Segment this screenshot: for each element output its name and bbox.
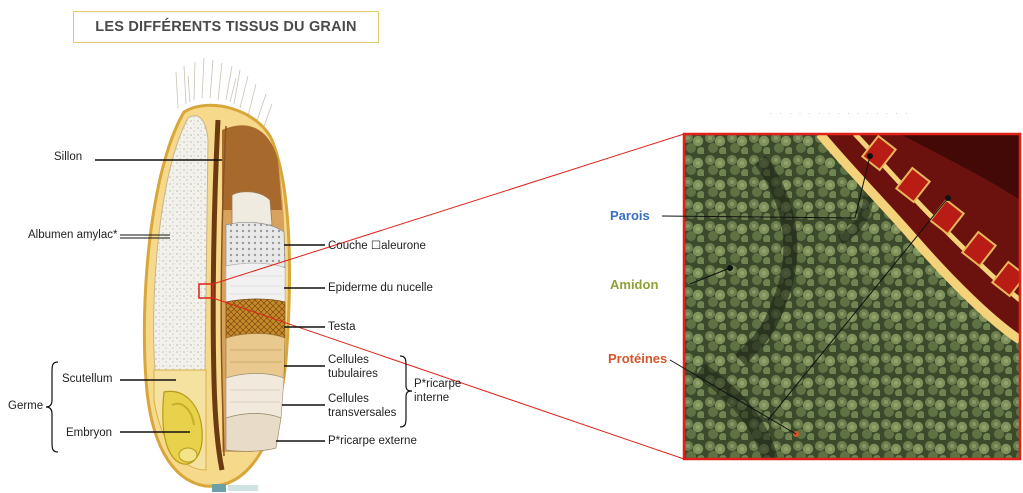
germe-brace bbox=[46, 362, 58, 452]
micrograph-caption: · · · · · · · · · · · · · · · bbox=[770, 111, 910, 117]
cross-cells-layer bbox=[226, 374, 284, 419]
label-albumen: Albumen amylac* bbox=[28, 228, 117, 242]
micrograph bbox=[684, 134, 1023, 459]
aleurone-layer bbox=[226, 222, 285, 268]
label-testa: Testa bbox=[328, 320, 356, 334]
label-cellules-tubulaires: Cellules tubulaires bbox=[328, 353, 398, 381]
label-amidon: Amidon bbox=[610, 277, 658, 292]
label-cellules-transversales: Cellules transversales bbox=[328, 392, 398, 420]
label-embryon: Embryon bbox=[66, 426, 112, 440]
label-scutellum: Scutellum bbox=[62, 372, 113, 386]
label-epiderme: Epiderme du nucelle bbox=[328, 281, 433, 295]
outer-pericarp-layer bbox=[226, 414, 281, 452]
logo-mark bbox=[212, 484, 226, 492]
label-pericarpe-interne: P*ricarpe interne bbox=[414, 377, 466, 405]
nucellus-layer bbox=[226, 263, 285, 302]
label-sillon: Sillon bbox=[54, 150, 82, 164]
pericarpe-brace bbox=[400, 356, 412, 427]
testa-layer bbox=[226, 299, 285, 338]
label-proteines: Protéines bbox=[608, 351, 667, 366]
tube-cells-layer bbox=[226, 334, 285, 379]
label-pericarpe-externe: P*ricarpe externe bbox=[328, 434, 417, 448]
label-germe: Germe bbox=[8, 399, 43, 413]
label-couche-aleurone: Couche ☐aleurone bbox=[328, 239, 426, 253]
albumen-region bbox=[154, 116, 208, 370]
label-parois: Parois bbox=[610, 208, 650, 223]
